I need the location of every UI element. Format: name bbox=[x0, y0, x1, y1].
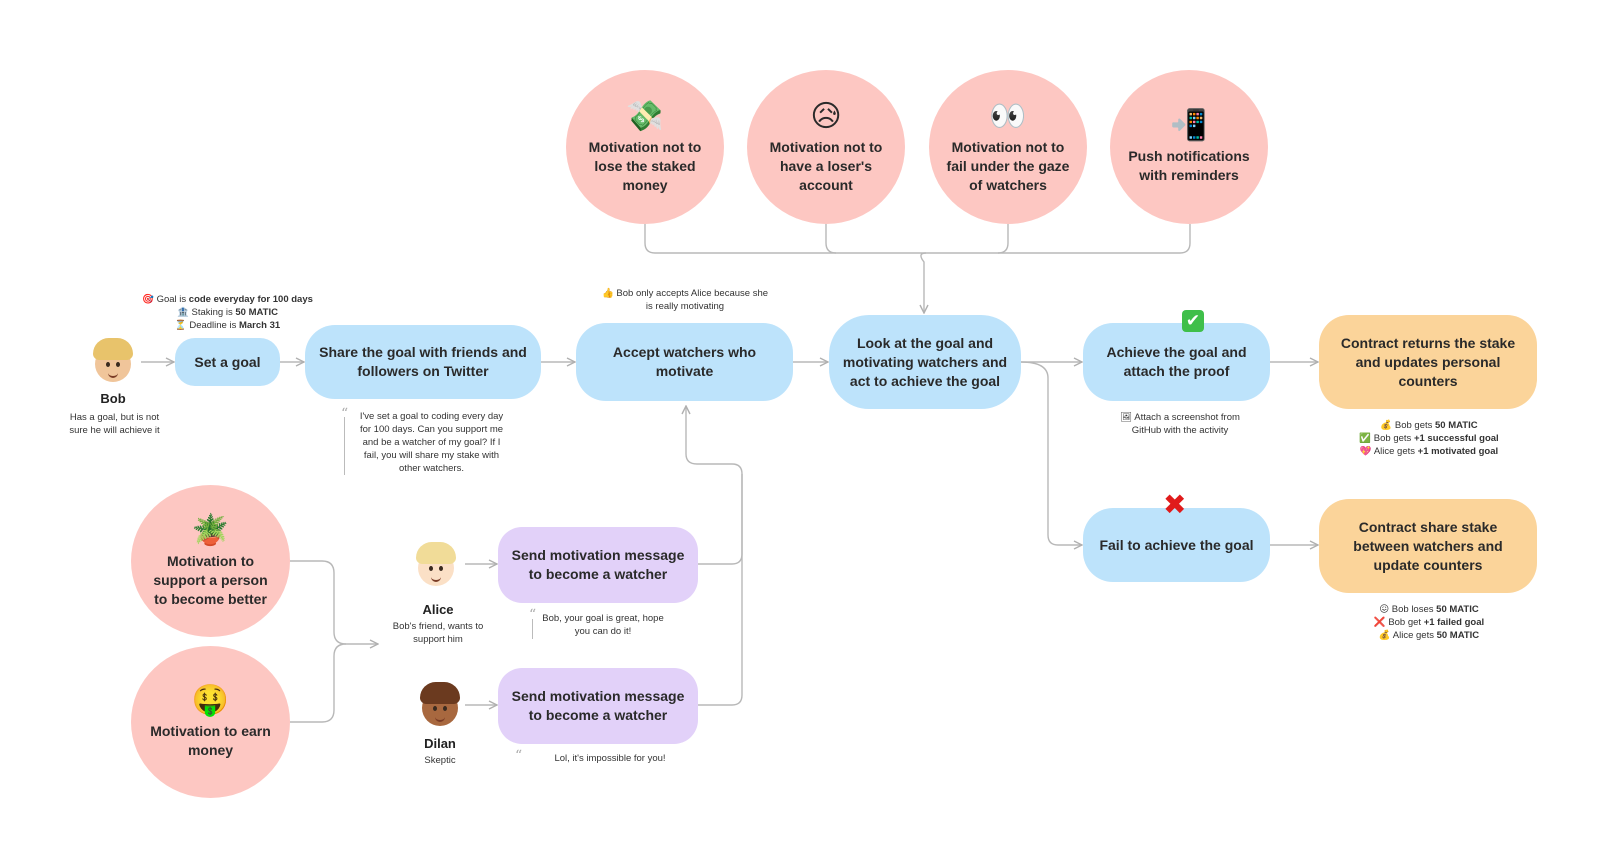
target-icon: 🎯 bbox=[142, 294, 154, 305]
alice-name: Alice bbox=[422, 602, 454, 617]
success-results: 💰 Bob gets 50 MATIC ✅ Bob gets +1 succes… bbox=[1344, 419, 1514, 458]
money-face-icon: 🤑 bbox=[191, 684, 230, 717]
cross-mark-icon: ✖ bbox=[1163, 489, 1187, 520]
deadline-line: ⏳ Deadline is March 31 bbox=[174, 320, 281, 331]
motivation-stake-money: 💸 Motivation not to lose the staked mone… bbox=[566, 70, 724, 224]
result-line: 😖 Bob loses 50 MATIC bbox=[1379, 604, 1479, 615]
motivation-gaze-watchers: 👀 Motivation not to fail under the gaze … bbox=[929, 70, 1087, 224]
quote-icon: “ bbox=[341, 406, 349, 422]
bank-icon: 🏦 bbox=[177, 307, 189, 318]
alice-send-message: Send motivation message to become a watc… bbox=[498, 527, 698, 603]
step-look-act: Look at the goal and motivating watchers… bbox=[829, 315, 1021, 409]
step-set-goal: Set a goal bbox=[175, 338, 280, 386]
bob-goal-details: 🎯 Goal is code everyday for 100 days 🏦 S… bbox=[140, 293, 315, 332]
step-achieve-goal: Achieve the goal and attach the proof bbox=[1083, 323, 1270, 401]
motivation-support-person: 🪴 Motivation to support a person to beco… bbox=[131, 485, 290, 637]
sad-face-icon: 😥 bbox=[810, 99, 842, 133]
fail-results: 😖 Bob loses 50 MATIC ❌ Bob get +1 failed… bbox=[1344, 603, 1514, 642]
dilan-quote: Lol, it's impossible for you! bbox=[554, 753, 666, 764]
contract-share-stake: Contract share stake between watchers an… bbox=[1319, 499, 1537, 593]
result-line: 💖 Alice gets +1 motivated goal bbox=[1359, 446, 1499, 457]
hourglass-icon: ⏳ bbox=[174, 320, 187, 331]
share-tweet-quote: I've set a goal to coding every day for … bbox=[359, 411, 504, 474]
contract-returns-stake: Contract returns the stake and updates p… bbox=[1319, 315, 1537, 409]
check-mark-icon: ✔ bbox=[1182, 310, 1204, 332]
line-motivations-merge bbox=[644, 224, 1191, 254]
step-fail-goal: Fail to achieve the goal bbox=[1083, 508, 1270, 582]
dilan-avatar bbox=[416, 680, 464, 728]
bob-description: Has a goal, but is not sure he will achi… bbox=[69, 412, 160, 436]
step-share-goal: Share the goal with friends and follower… bbox=[305, 325, 541, 399]
dilan-send-message: Send motivation message to become a watc… bbox=[498, 668, 698, 744]
bob-avatar bbox=[89, 336, 137, 384]
dilan-name: Dilan bbox=[424, 736, 456, 751]
alice-quote: Bob, your goal is great, hope you can do… bbox=[542, 613, 664, 637]
result-line: 💰 Bob gets 50 MATIC bbox=[1380, 420, 1478, 431]
result-line: ❌ Bob get +1 failed goal bbox=[1373, 617, 1485, 628]
motivation-push-notifications: 📲 Push notifications with reminders bbox=[1110, 70, 1268, 224]
result-line: 💰 Alice gets 50 MATIC bbox=[1378, 630, 1480, 641]
alice-avatar bbox=[412, 540, 460, 588]
arrow-motivations-look bbox=[921, 252, 926, 313]
quote-icon: “ bbox=[529, 607, 537, 623]
motivation-loser-account: 😥 Motivation not to have a loser's accou… bbox=[747, 70, 905, 224]
motivation-earn-money: 🤑 Motivation to earn money bbox=[131, 646, 290, 798]
result-line: ✅ Bob gets +1 successful goal bbox=[1359, 433, 1499, 444]
eyes-icon: 👀 bbox=[989, 99, 1027, 133]
stake-line: 🏦 Staking is 50 MATIC bbox=[177, 307, 278, 318]
arrow-look-fail bbox=[1020, 361, 1082, 545]
bob-name: Bob bbox=[100, 391, 126, 406]
proof-note: 🖼 Attach a screenshot from GitHub with t… bbox=[1120, 412, 1240, 436]
phone-arrow-icon: 📲 bbox=[1170, 109, 1208, 142]
dilan-description: Skeptic bbox=[424, 755, 456, 766]
money-wings-icon: 💸 bbox=[626, 99, 664, 133]
quote-icon: “ bbox=[515, 748, 523, 764]
potted-plant-icon: 🪴 bbox=[191, 513, 230, 547]
alice-description: Bob's friend, wants to support him bbox=[392, 621, 484, 645]
goal-line: 🎯 Goal is code everyday for 100 days bbox=[142, 294, 313, 305]
step-accept-watchers: Accept watchers who motivate bbox=[576, 323, 793, 401]
accept-note: 👍 Bob only accepts Alice because she is … bbox=[601, 288, 769, 312]
